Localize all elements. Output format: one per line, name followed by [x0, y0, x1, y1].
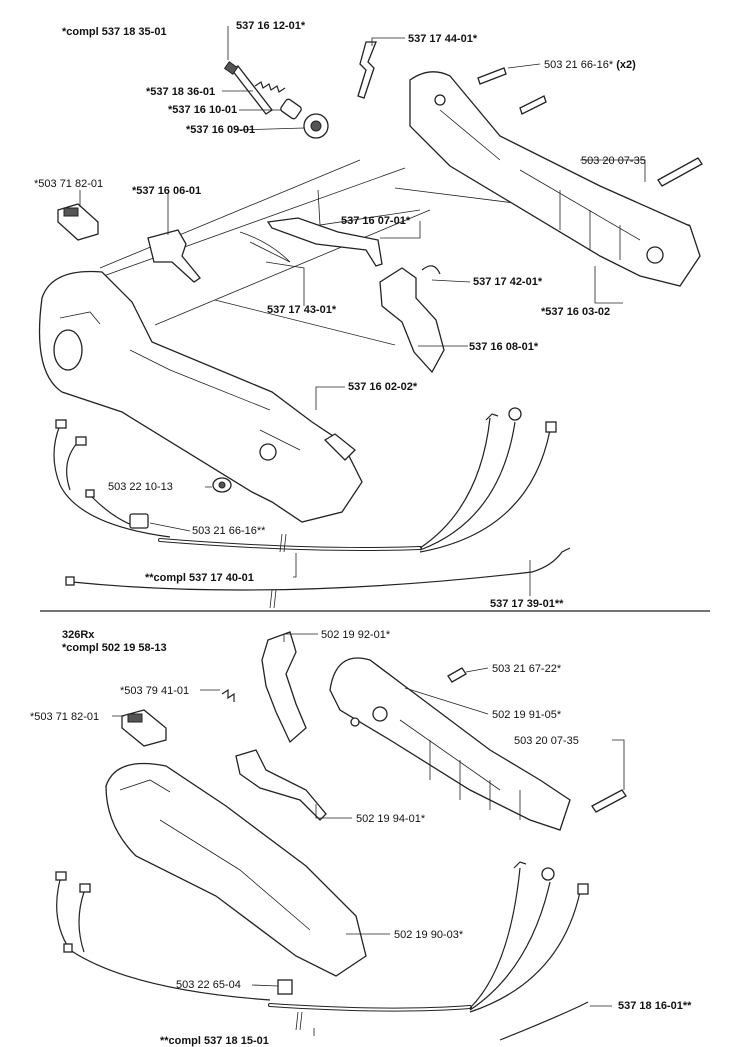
screw-503-20-07-35: [657, 157, 703, 187]
label-537-18-15-01: **compl 537 18 15-01: [160, 1035, 269, 1047]
model-name: 326Rx: [62, 629, 95, 641]
label-502-19-90-03: 502 19 90-03*: [394, 929, 464, 941]
wiring-harness-bottom: [55, 861, 589, 1041]
label-537-16-07-01: 537 16 07-01*: [341, 215, 411, 227]
clip-537-17-44-01: [357, 41, 377, 99]
label-537-16-08-01: 537 16 08-01*: [469, 341, 539, 353]
label-503-20-07-35: 503 20 07-35: [581, 155, 646, 167]
screw-537-16-12-01: [223, 61, 273, 115]
handle-half-502-19-91-05: [329, 657, 571, 831]
bottom-assembly-label: 326Rx *compl 502 19 58-13: [62, 629, 167, 655]
guide-lines-top: [69, 159, 691, 346]
break-marks-bottom: [295, 1011, 303, 1031]
rod-537-16-07-01: [266, 217, 383, 267]
label-503-79-41-01: *503 79 41-01: [120, 685, 190, 697]
label-503-21-66-16: 503 21 66-16* (x2): [544, 59, 636, 71]
handle-537-16-02-02: [38, 270, 363, 523]
bottom-assembly-number: *compl 502 19 58-13: [62, 642, 167, 654]
label-537-17-39-01: 537 17 39-01**: [490, 598, 564, 610]
label-quantity: (x2): [616, 59, 636, 71]
break-marks-top: [269, 533, 287, 609]
handle-502-19-90-03: [105, 762, 367, 977]
spring-537-17-42-01: [421, 265, 441, 275]
leader-lines-top: [79, 26, 646, 596]
label-502-19-92-01: 502 19 92-01*: [321, 629, 391, 641]
label-503-21-66-16-code: 503 21 66-16*: [544, 59, 614, 71]
lever-537-16-06-01: [147, 229, 201, 283]
label-537-16-06-01: *537 16 06-01: [132, 185, 202, 197]
label-537-16-09-01: *537 16 09-01: [186, 124, 256, 136]
label-502-19-91-05: 502 19 91-05*: [492, 709, 562, 721]
label-537-17-44-01: 537 17 44-01*: [408, 33, 478, 45]
label-503-22-10-13: 503 22 10-13: [108, 481, 173, 493]
label-503-20-07-35-b: 503 20 07-35: [514, 735, 579, 747]
screw-503-21-67-22: [447, 667, 467, 683]
spring-537-18-36-01: [254, 81, 286, 93]
bushing-537-16-10-01: [280, 98, 302, 120]
label-537-17-42-01: 537 17 42-01*: [473, 276, 543, 288]
label-503-22-65-04: 503 22 65-04: [176, 979, 241, 991]
label-502-19-94-01: 502 19 94-01*: [356, 813, 426, 825]
label-503-21-66-16-b: 503 21 66-16**: [192, 525, 266, 537]
label-503-71-82-01-b: *503 71 82-01: [30, 711, 100, 723]
screw-503-20-07-35-b: [591, 789, 627, 813]
label-503-71-82-01: *503 71 82-01: [34, 178, 104, 190]
nut-503-22-10-13: [212, 477, 232, 493]
label-537-16-10-01: *537 16 10-01: [168, 104, 238, 116]
label-537-18-36-01: *537 18 36-01: [146, 86, 216, 98]
screw-503-21-66-16: [477, 67, 547, 115]
label-537-16-12-01: 537 16 12-01*: [236, 20, 306, 32]
spring-537-17-43-01: [239, 231, 291, 263]
trigger-537-16-08-01: [379, 267, 445, 374]
nut-503-22-65-04: [277, 979, 293, 995]
lever-502-19-94-01: [235, 749, 327, 821]
leader-lines-bottom: [112, 633, 625, 1036]
trigger-502-19-92-01: [261, 631, 307, 744]
label-537-18-16-01: 537 18 16-01**: [618, 1000, 692, 1012]
switch-503-71-82-01: [57, 203, 99, 241]
label-537-17-43-01: 537 17 43-01*: [267, 304, 337, 316]
top-assembly-label: *compl 537 18 35-01: [62, 26, 167, 38]
wiring-harness-top: [53, 407, 571, 591]
wheel-537-16-09-01: [303, 113, 329, 139]
switch-503-71-82-01-b: [121, 709, 167, 747]
label-537-16-03-02: *537 16 03-02: [541, 306, 611, 318]
label-503-21-67-22: 503 21 67-22*: [492, 663, 562, 675]
spring-503-79-41-01: [221, 688, 235, 702]
label-537-17-40-01: **compl 537 17 40-01: [145, 572, 254, 584]
label-537-16-02-02: 537 16 02-02*: [348, 381, 418, 393]
